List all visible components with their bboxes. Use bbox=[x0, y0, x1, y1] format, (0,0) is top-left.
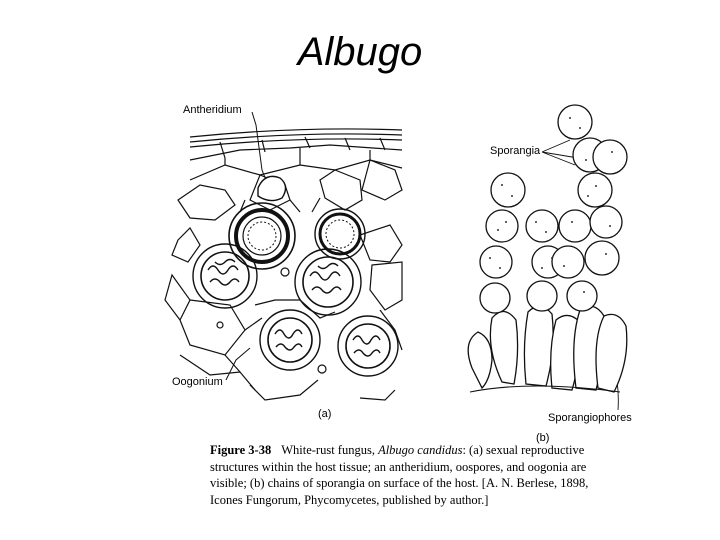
oogonium-bottom-right bbox=[337, 315, 399, 377]
sporangiophores-label: Sporangiophores bbox=[548, 412, 632, 424]
oogonium-label: Oogonium bbox=[172, 376, 223, 388]
sporangium bbox=[551, 245, 585, 279]
oogonium-center bbox=[294, 248, 362, 316]
sporangium bbox=[479, 282, 511, 314]
hyphal-knobs bbox=[216, 267, 327, 374]
sporangium bbox=[584, 240, 620, 276]
sporangiophore bbox=[523, 305, 554, 387]
sporangium bbox=[557, 104, 593, 140]
panel-a-drawing bbox=[164, 128, 403, 401]
caption-text-1: White-rust fungus, bbox=[281, 443, 379, 457]
oospore-upper-right bbox=[314, 208, 366, 260]
oospore-large bbox=[228, 202, 296, 270]
slide-title: Albugo bbox=[297, 30, 423, 74]
sporangiophore bbox=[467, 331, 493, 390]
sporangium bbox=[490, 172, 526, 208]
panel-a-label: (a) bbox=[318, 408, 332, 420]
sporangium bbox=[592, 139, 628, 175]
antheridium-label: Antheridium bbox=[183, 104, 242, 116]
sporangiophore bbox=[489, 310, 519, 385]
oogonium-bottom-left bbox=[259, 309, 321, 371]
host-surface bbox=[469, 385, 621, 393]
panel-b-drawing bbox=[467, 104, 628, 411]
caption-text-2: : (a) sexual reproductive structures wit… bbox=[210, 443, 589, 507]
caption-species: Albugo candidus bbox=[378, 443, 463, 457]
figure-caption: Figure 3-38 White-rust fungus, Albugo can… bbox=[210, 442, 610, 508]
antheridium-body bbox=[257, 175, 287, 202]
sporangia-texture bbox=[489, 117, 613, 293]
sporangia-label: Sporangia bbox=[490, 145, 541, 157]
sporangium bbox=[577, 172, 613, 208]
sporangium bbox=[485, 209, 519, 243]
panel-b-label: (b) bbox=[536, 432, 550, 444]
sporangiophore bbox=[595, 313, 628, 393]
sporangium bbox=[589, 205, 623, 239]
oogonium-leader-line bbox=[225, 347, 251, 381]
sporangium bbox=[479, 245, 513, 279]
sporangium bbox=[558, 209, 592, 243]
sporangium bbox=[525, 209, 559, 243]
figure-number: Figure 3-38 bbox=[210, 443, 272, 457]
sporangium bbox=[526, 280, 558, 312]
sporangium bbox=[566, 280, 598, 312]
oogonium-left bbox=[192, 243, 258, 309]
